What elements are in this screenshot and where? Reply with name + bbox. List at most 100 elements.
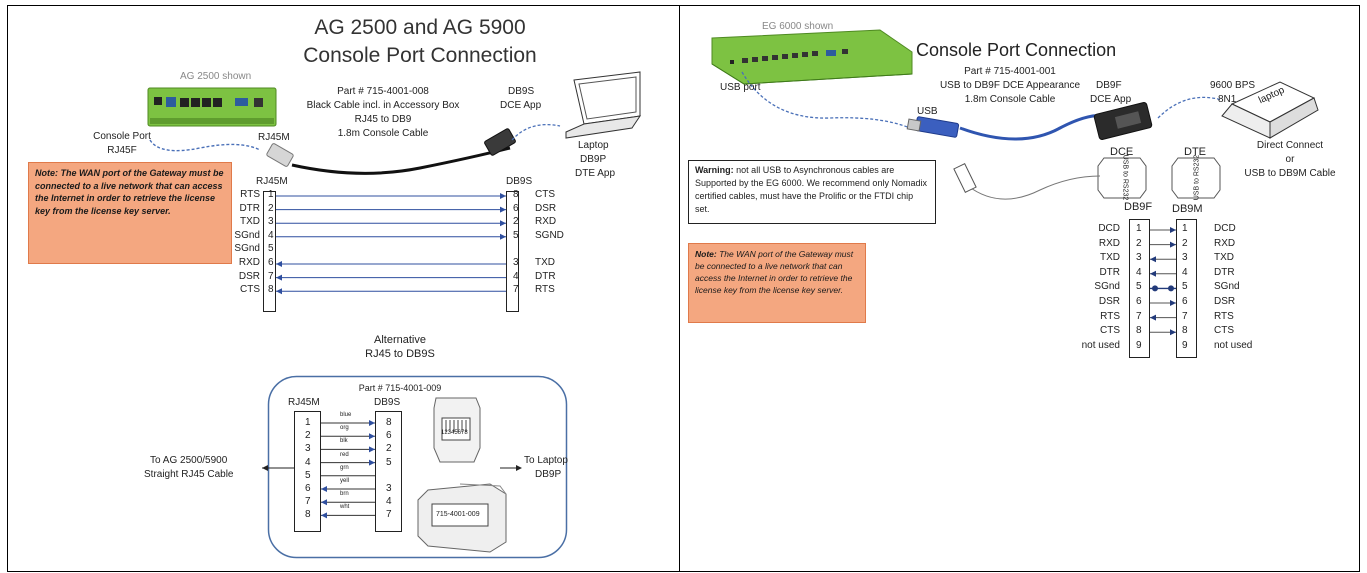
db9f-signal-8: not used bbox=[1081, 339, 1120, 351]
db9s-signal-5: TXD bbox=[535, 257, 555, 268]
rj45f-label: RJ45F bbox=[107, 145, 137, 156]
alt-rj45m-pin-6: 7 bbox=[305, 496, 311, 508]
right-wire-arrow-7 bbox=[1170, 329, 1176, 336]
usb-port-dashed-link bbox=[741, 71, 911, 129]
alt-color-1: org bbox=[340, 425, 349, 432]
db9m-pin-8: 9 bbox=[1182, 339, 1188, 351]
db9s-pin-6: 4 bbox=[513, 270, 519, 282]
db9s-signal-6: DTR bbox=[535, 270, 556, 282]
rj45m-pin-4: 5 bbox=[268, 243, 274, 255]
alt-rj45m-pin-7: 8 bbox=[305, 509, 311, 521]
db9f-signal-4: SGnd bbox=[1094, 281, 1120, 293]
rj45m-signal-3: SGnd bbox=[234, 229, 260, 241]
usb-connector-image bbox=[906, 116, 960, 138]
db9s-pin-0: 8 bbox=[513, 189, 519, 200]
db9s-pin-3: 5 bbox=[513, 229, 519, 241]
laptop-dashed-link bbox=[511, 123, 561, 141]
left-title-line2: Console Port Connection bbox=[303, 44, 537, 67]
db9f-pin-2: 3 bbox=[1136, 252, 1142, 264]
alt-db9s-pin-0: 8 bbox=[386, 417, 392, 428]
laptop-label: Laptop bbox=[578, 140, 609, 151]
right-title: Console Port Connection bbox=[916, 40, 1117, 60]
alt-color-3: red bbox=[340, 451, 349, 458]
db9f-pin-0: 1 bbox=[1136, 223, 1142, 234]
left-cable-line2: RJ45 to DB9 bbox=[354, 114, 412, 125]
alt-color-6: brn bbox=[340, 491, 349, 498]
alternative-rounded-frame bbox=[267, 375, 568, 559]
usb-gray-cable bbox=[967, 175, 1101, 200]
rj45m-pin-7: 8 bbox=[268, 284, 274, 296]
alt-color-4: grn bbox=[340, 464, 349, 471]
db9m-pin-box bbox=[1176, 219, 1197, 358]
db9f-top-label: DB9F bbox=[1096, 80, 1122, 91]
alt-wire-arrow-2 bbox=[369, 446, 375, 453]
usb-blue-cable bbox=[959, 113, 1111, 141]
db9m-pin-4: 5 bbox=[1182, 281, 1188, 293]
alt-wire-arrow-6 bbox=[321, 499, 327, 506]
wire-arrow-6 bbox=[276, 274, 282, 281]
rj45m-signal-1: DTR bbox=[239, 202, 260, 214]
laptop-dashed-link-right bbox=[1157, 96, 1223, 119]
sgnd-dot-left bbox=[1152, 285, 1158, 292]
left-cable-line3: 1.8m Console Cable bbox=[337, 128, 429, 139]
db9f-signal-5: DSR bbox=[1098, 296, 1120, 307]
db9s-top-label: DB9S bbox=[508, 86, 535, 97]
right-wire-arrow-2 bbox=[1150, 256, 1156, 263]
db9m-signal-3: DTR bbox=[1214, 266, 1235, 278]
left-note-prefix: Note: bbox=[35, 168, 58, 178]
right-usb-line2: 1.8m Console Cable bbox=[964, 94, 1056, 105]
db9-adapter-image bbox=[417, 483, 507, 553]
alt-wire-arrow-1 bbox=[369, 433, 375, 440]
right-wire-arrow-5 bbox=[1170, 300, 1176, 306]
rj45m-top-label: RJ45M bbox=[258, 132, 290, 143]
alt-color-0: blue bbox=[340, 412, 352, 418]
usb-rs232-dce-adapter bbox=[1097, 157, 1147, 199]
db9m-signal-2: TXD bbox=[1214, 252, 1234, 264]
db9m-signal-6: RTS bbox=[1214, 310, 1234, 322]
rj45m-pin-6: 7 bbox=[268, 270, 274, 282]
rj45-jack-image bbox=[433, 397, 481, 463]
rj45m-pin-1: 2 bbox=[268, 202, 274, 214]
db9f-connector-image bbox=[1093, 101, 1153, 141]
or-label: or bbox=[1285, 154, 1295, 165]
ag2500-device-image bbox=[147, 87, 277, 127]
db9f-pin-7: 8 bbox=[1136, 325, 1142, 337]
8n1-label: 8N1 bbox=[1218, 94, 1237, 105]
db9s-pin-7: 7 bbox=[513, 284, 519, 296]
right-part-number: Part # 715-4001-001 bbox=[964, 66, 1056, 77]
alt-db9s-pin-1: 6 bbox=[386, 430, 392, 442]
db9f-signal-1: RXD bbox=[1098, 237, 1120, 249]
usb-plug-small-image bbox=[953, 163, 977, 193]
rj45m-signal-2: TXD bbox=[240, 216, 260, 228]
rj45m-signal-0: RTS bbox=[240, 189, 260, 200]
left-wan-note: Note: The WAN port of the Gateway must b… bbox=[28, 162, 232, 264]
right-wire-arrow-3 bbox=[1150, 270, 1156, 277]
db9s-pin-5: 3 bbox=[513, 257, 519, 268]
left-note-text: The WAN port of the Gateway must be conn… bbox=[35, 168, 224, 216]
laptop-icon bbox=[565, 71, 642, 139]
right-wire-arrow-1 bbox=[1170, 241, 1176, 248]
dce-app-label: DCE App bbox=[500, 100, 542, 111]
black-console-cable bbox=[291, 146, 511, 175]
right-wire-arrow-6 bbox=[1150, 314, 1156, 321]
alt-wire-arrow-7 bbox=[321, 512, 327, 519]
alt-rj45m-pin-1: 2 bbox=[305, 430, 311, 442]
db9f-pin-1: 2 bbox=[1136, 237, 1142, 249]
to-laptop-line2: DB9P bbox=[535, 469, 562, 480]
db9s-signal-2: RXD bbox=[535, 216, 557, 228]
alt-wire-arrow-3 bbox=[369, 459, 375, 466]
db9m-pin-2: 3 bbox=[1182, 252, 1188, 264]
db9m-signal-8: not used bbox=[1214, 339, 1253, 351]
alt-header-db9s: DB9S bbox=[374, 397, 401, 408]
db9s-pin-box bbox=[506, 191, 519, 312]
alt-part-number: Part # 715-4001-009 bbox=[358, 383, 442, 393]
right-note-text: The WAN port of the Gateway must be conn… bbox=[695, 249, 854, 295]
left-part-number: Part # 715-4001-008 bbox=[337, 86, 429, 97]
db9m-signal-7: CTS bbox=[1214, 325, 1234, 337]
adapter-part-label: 715-4001-009 bbox=[436, 511, 480, 518]
db9s-signal-3: SGND bbox=[535, 229, 564, 241]
rj45-plug-image bbox=[266, 143, 294, 167]
eg6000-caption: EG 6000 shown bbox=[762, 21, 834, 32]
db9f-signal-2: TXD bbox=[1100, 252, 1120, 264]
